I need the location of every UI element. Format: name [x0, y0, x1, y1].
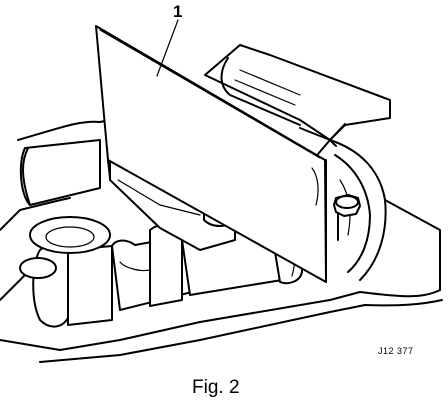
valve-pockets	[19, 216, 111, 279]
top-bracket	[204, 44, 391, 141]
callout-label: 1	[173, 2, 182, 21]
figure-caption: Fig. 2	[192, 377, 240, 398]
timing-plate	[95, 25, 337, 283]
callout-1: 1	[156, 2, 182, 77]
plate-lower-edge	[107, 159, 111, 179]
leader-line	[156, 19, 179, 77]
cylinder-head-casing	[0, 117, 443, 363]
reference-code: J12 377	[378, 346, 414, 356]
bolt-small	[333, 194, 361, 241]
